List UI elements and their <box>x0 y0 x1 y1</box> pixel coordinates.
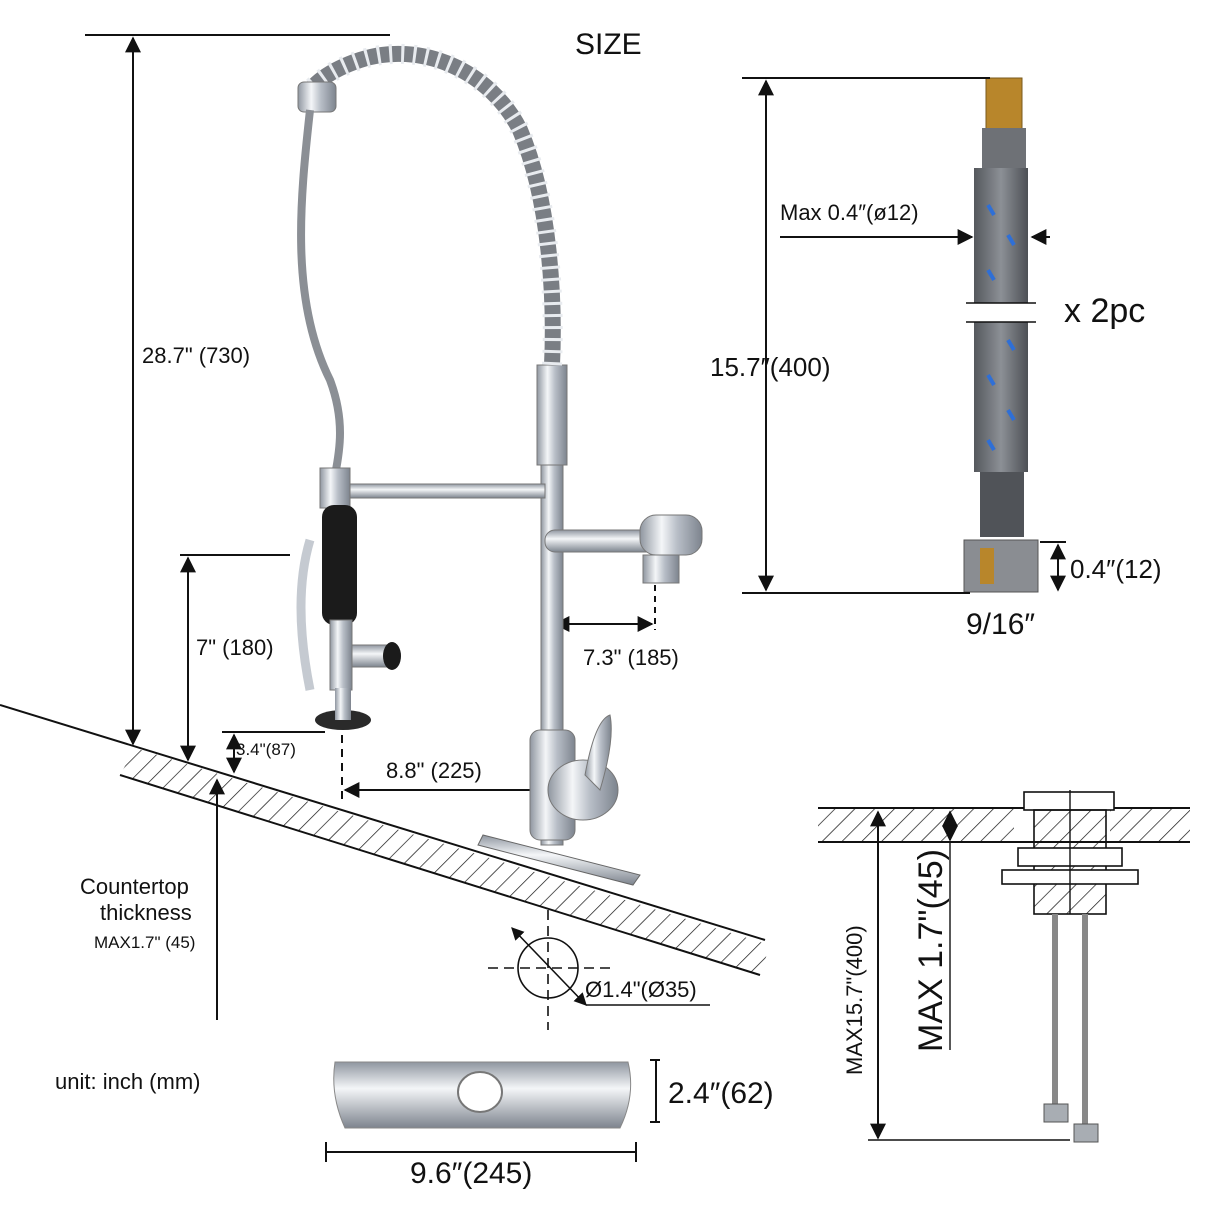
diagram-title: SIZE <box>575 28 642 61</box>
hose-quantity-label: x 2pc <box>1064 292 1146 330</box>
hose-length-dimension <box>742 77 990 594</box>
countertop-label-line2: thickness <box>100 900 192 925</box>
spout-reach-dimension <box>553 585 656 632</box>
install-cross-section <box>818 790 1190 1143</box>
sprayer-offset-label: 8.8" (225) <box>386 758 482 783</box>
thread-size-label: 9/16″ <box>966 608 1036 641</box>
hose-diameter-label: Max 0.4″(ø12) <box>780 200 919 225</box>
sprayer-base-label: 3.4"(87) <box>236 740 296 759</box>
hose-length-label: 15.7″(400) <box>710 352 831 382</box>
supply-hose <box>963 77 1039 593</box>
countertop-label-line1: Countertop <box>80 874 189 899</box>
deck-plate-height-label: 2.4″(62) <box>668 1077 774 1110</box>
nut-height-label: 0.4″(12) <box>1070 554 1162 584</box>
nut-height-dimension <box>1040 541 1066 592</box>
sprayer-height-dimension <box>180 554 290 762</box>
install-max-thickness-label: MAX 1.7"(45) <box>912 849 950 1052</box>
height-dimension <box>85 34 390 746</box>
countertop-max-label: MAX1.7" (45) <box>94 933 196 952</box>
faucet <box>295 43 703 886</box>
mounting-hole-diagram <box>488 910 710 1030</box>
install-max-total-label: MAX15.7"(400) <box>842 925 867 1075</box>
spout-reach-label: 7.3" (185) <box>583 645 679 670</box>
hole-diameter-label: Ø1.4"(Ø35) <box>585 977 697 1002</box>
deck-plate-width-label: 9.6″(245) <box>410 1157 533 1190</box>
sprayer-base-dimension <box>222 731 325 774</box>
deck-plate <box>325 1059 660 1162</box>
sprayer-height-label: 7" (180) <box>196 635 274 660</box>
unit-label: unit: inch (mm) <box>55 1069 201 1094</box>
sprayer-offset-dimension <box>341 735 540 805</box>
faucet-height-label: 28.7" (730) <box>142 343 251 368</box>
